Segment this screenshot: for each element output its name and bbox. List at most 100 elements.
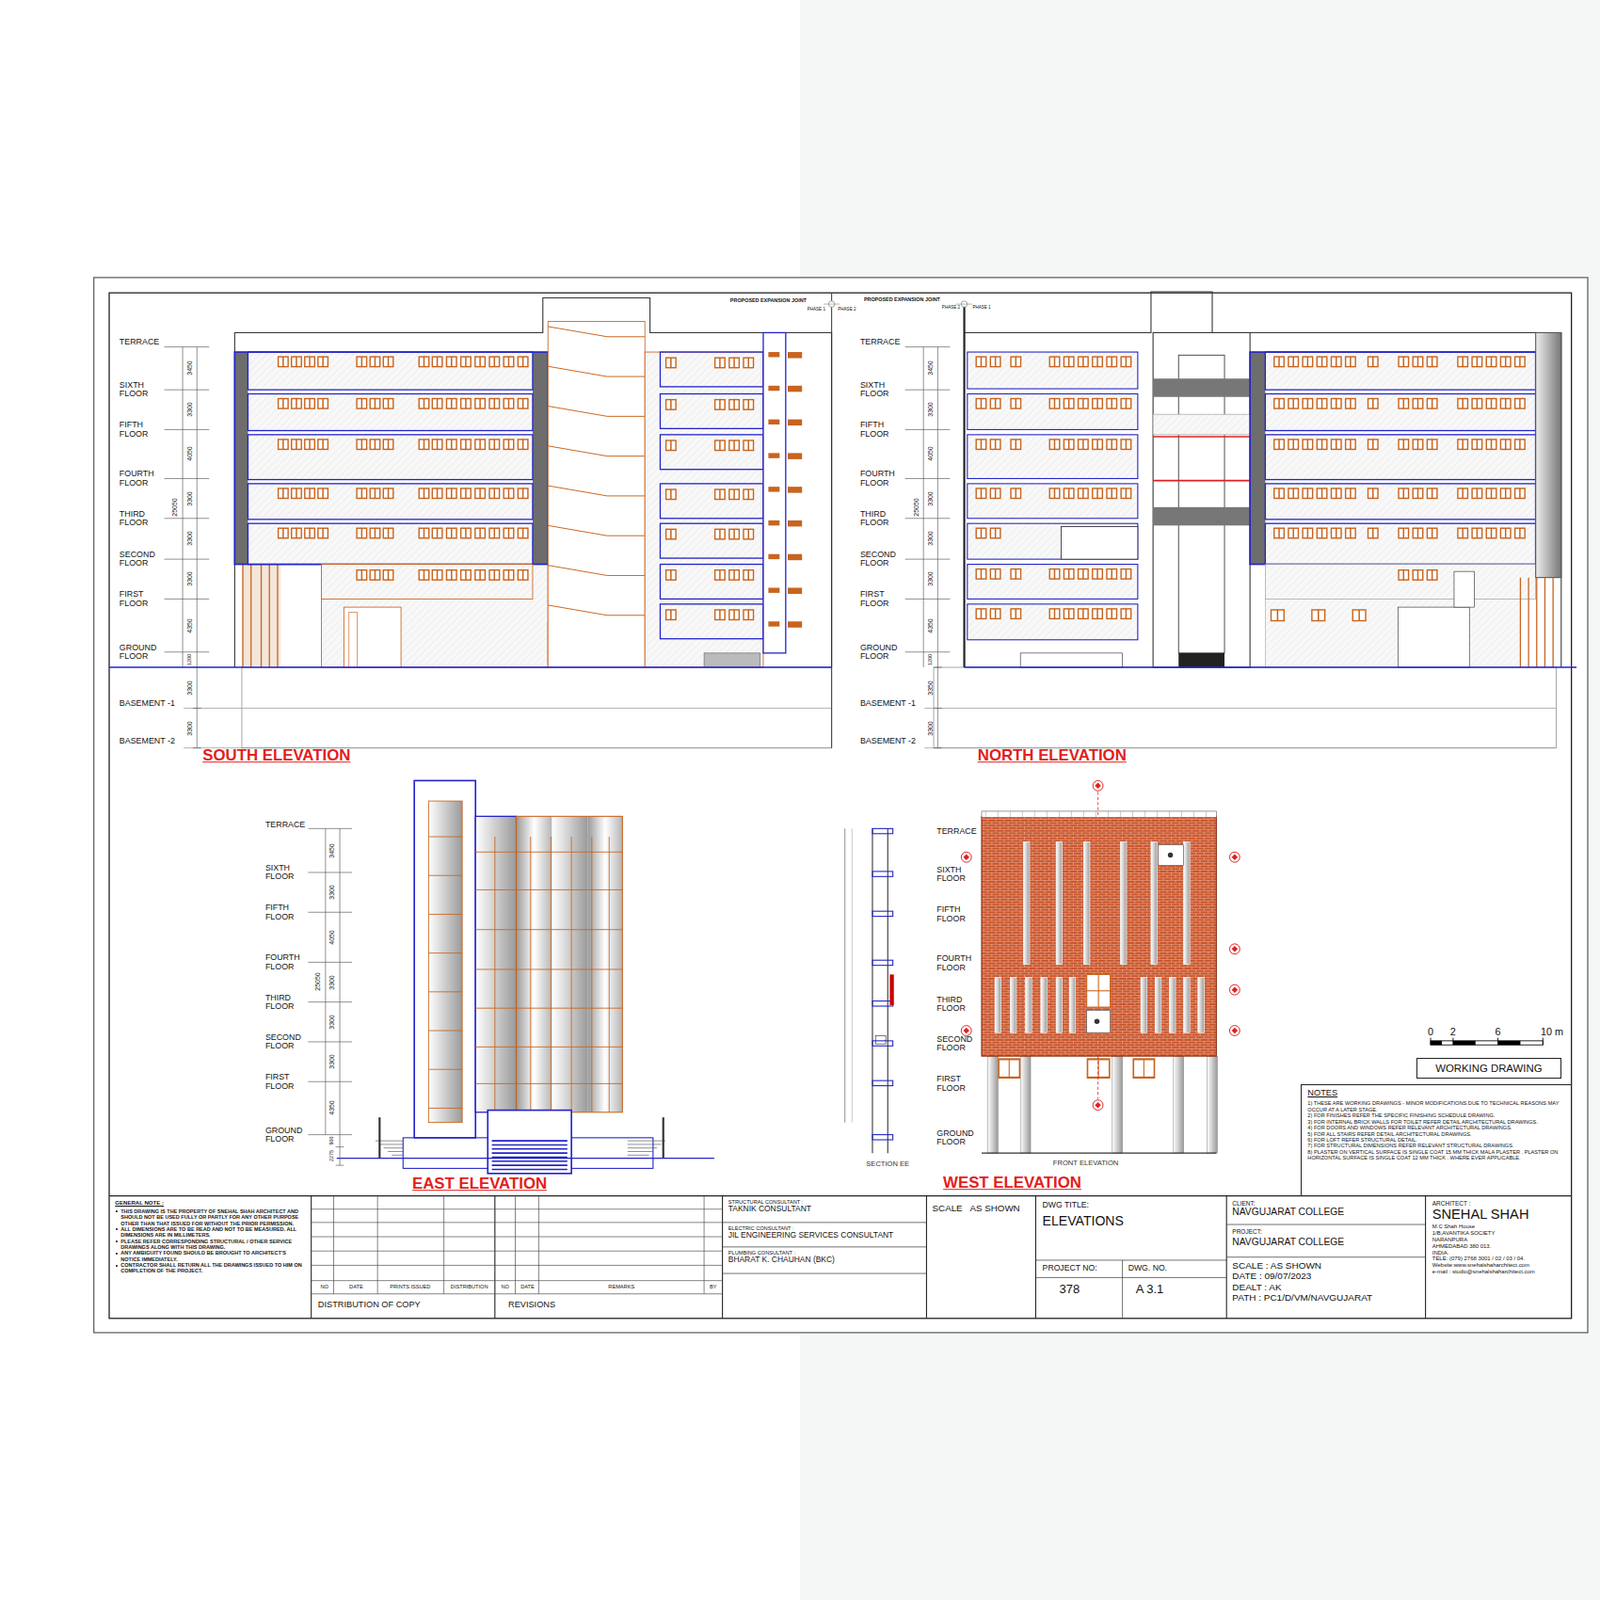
level-tick <box>905 651 951 653</box>
dimension-text: 25050 <box>912 497 920 516</box>
window-pane <box>1098 609 1103 619</box>
window-pane <box>1303 528 1308 538</box>
window <box>355 438 368 450</box>
window <box>1330 355 1343 368</box>
parapet-tick <box>1083 811 1085 818</box>
parapet-tick <box>1144 811 1146 818</box>
level-tick <box>192 667 202 669</box>
window-pane <box>447 489 451 498</box>
parapet-tick <box>1181 811 1183 818</box>
window <box>665 528 677 541</box>
window <box>277 528 289 540</box>
window <box>517 438 529 450</box>
window <box>1120 438 1132 450</box>
window-pane <box>323 489 328 498</box>
window-pane <box>981 609 986 619</box>
cell-text: 6) FOR LOFT REFER STRUCTURAL DETAIL. <box>1307 1136 1565 1143</box>
scale-tick <box>1497 1038 1499 1046</box>
window <box>474 438 486 450</box>
window-pane <box>1413 399 1418 408</box>
dimension-text: 25050 <box>315 972 322 991</box>
window-pane <box>466 399 471 408</box>
elevation-title: SOUTH ELEVATION <box>202 748 351 766</box>
column <box>250 564 252 669</box>
scale-number: 0 <box>1427 1027 1434 1039</box>
facade-slit <box>1056 977 1063 1034</box>
window-pane <box>1458 528 1463 538</box>
table-line <box>311 1293 723 1295</box>
window-pane <box>1336 357 1341 367</box>
dimension-line <box>339 828 341 1166</box>
window <box>460 569 472 581</box>
window <box>728 488 740 500</box>
window-pane <box>1458 399 1463 408</box>
window-pane <box>1463 399 1468 408</box>
window-pane <box>466 489 471 498</box>
window-pane <box>1308 528 1312 538</box>
column <box>260 564 262 669</box>
window-pane <box>1084 489 1088 498</box>
window-pane <box>278 440 283 449</box>
window <box>665 608 677 621</box>
window <box>277 487 289 499</box>
column <box>1527 577 1529 668</box>
window <box>1344 438 1357 450</box>
window-pane <box>1413 489 1418 498</box>
window-pane <box>1399 489 1404 498</box>
window-pane <box>297 528 302 538</box>
window-pane <box>715 570 720 579</box>
facade-slit <box>1151 841 1158 964</box>
window-pane <box>735 570 739 579</box>
window-pane <box>476 528 480 538</box>
window-pane <box>1121 399 1126 408</box>
window-pane <box>432 440 437 449</box>
window-pane <box>1515 399 1520 408</box>
window-pane <box>1515 357 1520 367</box>
cell-heading: NOTES <box>1307 1088 1565 1099</box>
scale-tick <box>1452 1038 1454 1046</box>
table-cell: REVISIONS <box>496 1295 720 1318</box>
window-pane <box>1011 609 1016 619</box>
window-pane <box>1491 357 1496 367</box>
window <box>1077 355 1089 368</box>
dimension-text: 4050 <box>186 447 193 462</box>
window-pane <box>735 358 739 368</box>
window-pane <box>1491 440 1496 449</box>
window <box>1063 568 1075 580</box>
window <box>460 487 472 499</box>
window-pane <box>1399 528 1404 538</box>
window-pane <box>1278 610 1283 621</box>
window <box>1397 487 1409 499</box>
floor-label: THIRD FLOOR <box>265 992 295 1011</box>
window-pane <box>672 610 676 620</box>
window-pane <box>1319 610 1325 621</box>
window <box>1311 608 1326 622</box>
scale-tick <box>1542 1038 1544 1046</box>
view-title: FRONT ELEVATION <box>1053 1159 1119 1168</box>
table-line <box>494 1196 496 1319</box>
floor-label: FIFTH FLOOR <box>265 903 295 922</box>
tower-glazing <box>428 800 463 1123</box>
window-pane <box>1011 569 1016 578</box>
dimension-text: 3450 <box>927 361 934 376</box>
floor-band <box>1264 564 1536 600</box>
side-strip <box>234 352 248 565</box>
window-pane <box>1418 528 1423 538</box>
window-pane <box>1432 357 1437 367</box>
window-pane <box>1069 399 1073 408</box>
parapet-tick <box>1168 811 1170 818</box>
glazing-line <box>475 1083 623 1085</box>
window-pane <box>1404 528 1408 538</box>
window-pane <box>1289 528 1294 538</box>
window-pane <box>981 440 986 449</box>
window-pane <box>1092 609 1097 619</box>
window <box>290 487 303 499</box>
step <box>384 1147 404 1149</box>
dimension-line <box>937 347 939 749</box>
window <box>1091 487 1104 499</box>
window-pane <box>1011 489 1016 498</box>
window-pane <box>1491 399 1496 408</box>
window-pane <box>419 489 424 498</box>
window-pane <box>1477 528 1482 538</box>
window <box>1063 398 1075 410</box>
